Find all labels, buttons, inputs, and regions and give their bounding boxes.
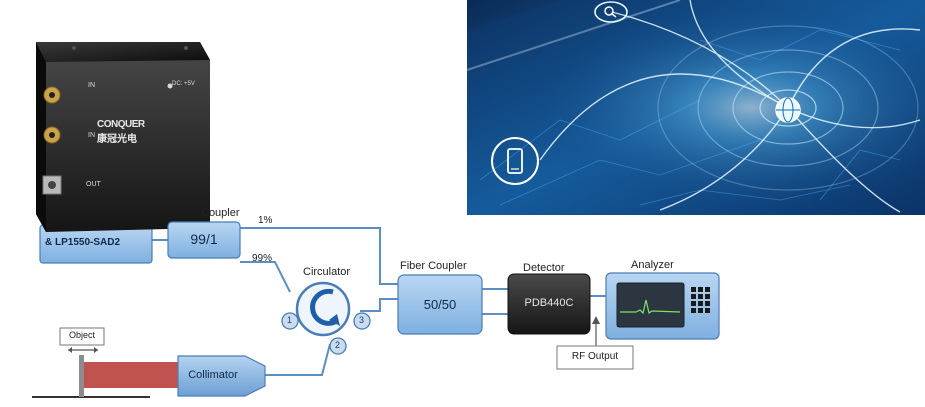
- analyzer-device: [605, 272, 720, 340]
- object-stage: [32, 327, 150, 398]
- detector-title: Detector: [523, 262, 565, 274]
- detector-model: PDB440C: [524, 297, 574, 309]
- collimator-label: Collimator: [188, 369, 238, 381]
- circulator: [281, 281, 371, 355]
- power-label: DC: +5V: [172, 81, 195, 87]
- mobile-phone-icon: [491, 137, 539, 185]
- source-label: & LP1550-SAD2: [45, 237, 121, 248]
- fiber-coupler-title: Fiber Coupler: [400, 260, 467, 272]
- analyzer-title: Analyzer: [631, 259, 674, 271]
- connector-out: [42, 175, 62, 195]
- object-label: Object: [68, 330, 95, 340]
- analyzer-keypad: [691, 287, 710, 313]
- circulator-port-3: [353, 312, 371, 330]
- connector-in-2: [43, 126, 61, 144]
- detector-box: [507, 273, 591, 335]
- rf-output: [556, 316, 634, 370]
- fiber-coupler-ratio: 50/50: [423, 297, 457, 312]
- circulator-port-3-label: 3: [359, 315, 365, 325]
- coupler-box: [167, 221, 241, 259]
- port-label-out: OUT: [86, 181, 101, 188]
- circulator-title: Circulator: [303, 266, 351, 278]
- analyzer-screen: [616, 282, 685, 328]
- circulator-port-2-label: 2: [335, 340, 341, 350]
- coupler-branch-99pct: 99%: [252, 253, 273, 264]
- fiber-lines: [150, 227, 606, 376]
- circulator-port-1-label: 1: [287, 315, 293, 325]
- circulator-port-1: [281, 312, 299, 330]
- rf-output-label: RF Output: [571, 351, 619, 362]
- collimator-box: [177, 355, 266, 397]
- globe-icon: [775, 97, 801, 123]
- port-label-in-2: IN: [88, 132, 95, 139]
- coupler-ratio: 99/1: [190, 231, 218, 247]
- brand-logo-cn: 康冠光电: [97, 134, 137, 145]
- connector-in-1: [43, 86, 61, 104]
- search-icon: [594, 1, 628, 23]
- laser-module: [36, 42, 210, 264]
- fiber-coupler-box: [397, 274, 483, 335]
- laser-beam: [84, 362, 178, 388]
- coupler-branch-1pct: 1%: [258, 215, 273, 226]
- port-label-in-1: IN: [88, 82, 95, 89]
- tech-network-image: [466, 0, 925, 215]
- brand-logo-text: CONQUER: [97, 119, 145, 130]
- coupler-title: Coupler: [201, 207, 240, 219]
- circulator-port-2: [329, 337, 347, 355]
